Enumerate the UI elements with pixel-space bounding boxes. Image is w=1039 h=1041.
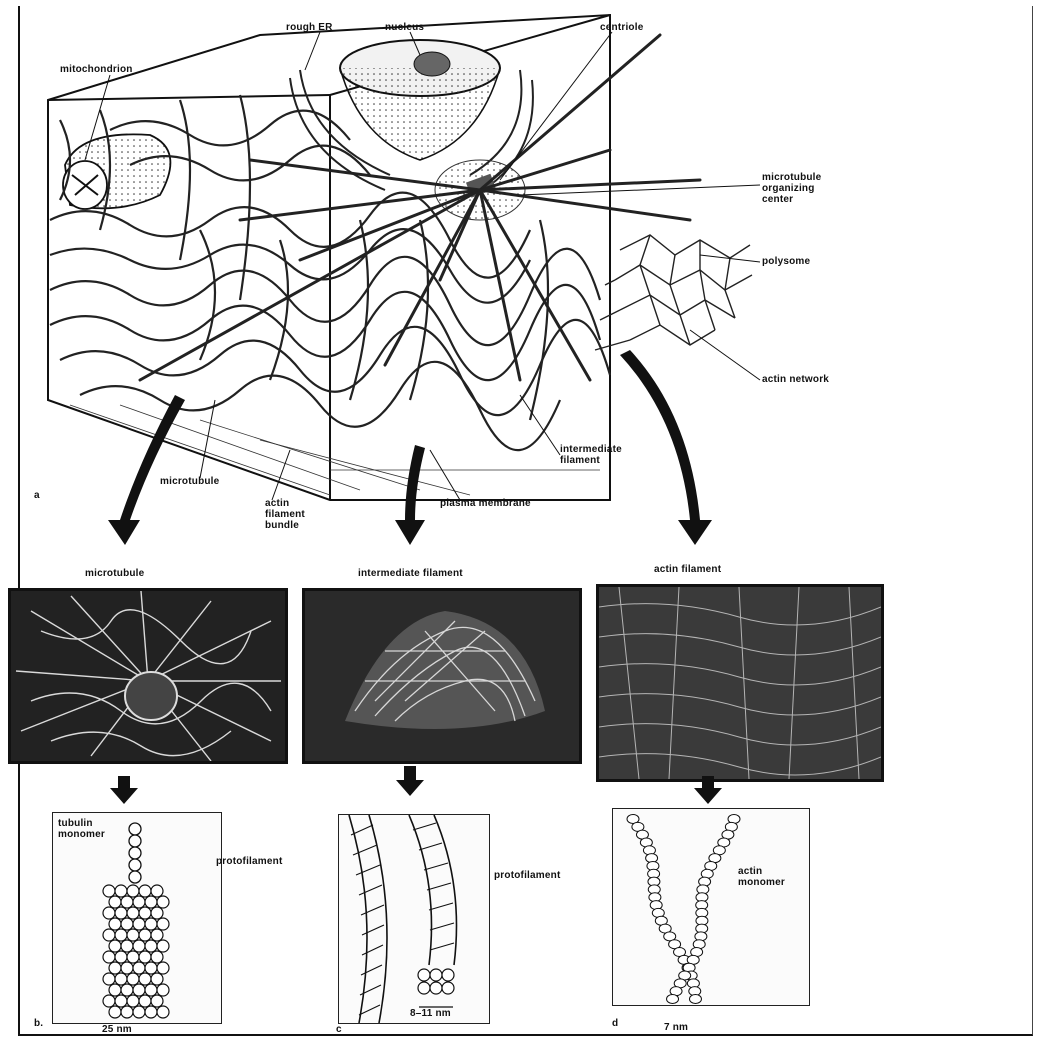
micrograph-intermediate-filament xyxy=(302,588,582,764)
micrograph-microtubule xyxy=(8,588,288,764)
label-microtubule: microtubule xyxy=(160,476,219,487)
model-intermediate-filament xyxy=(338,814,490,1024)
label-protofilament-c: protofilament xyxy=(494,870,561,881)
micrograph-actin-filament xyxy=(596,584,884,782)
label-centriole: centriole xyxy=(600,22,643,33)
title-microtubule: microtubule xyxy=(85,568,144,579)
actin-network-shape xyxy=(595,235,752,350)
label-rough-er: rough ER xyxy=(286,22,333,33)
label-actin-filament-bundle: actin filament bundle xyxy=(265,498,305,531)
label-tubulin-monomer: tubulin monomer xyxy=(58,818,105,840)
block-outline xyxy=(48,15,610,500)
title-intermediate-filament: intermediate filament xyxy=(358,568,463,579)
mitochondrion-shape xyxy=(63,134,170,209)
label-mitochondrion: mitochondrion xyxy=(60,64,133,75)
part-label-c: c xyxy=(336,1024,342,1035)
part-label-b: b. xyxy=(34,1018,43,1029)
label-polysome: polysome xyxy=(762,256,810,267)
part-label-a: a xyxy=(34,490,40,501)
label-nucleus: nucleus xyxy=(385,22,424,33)
label-mtoc: microtubule organizing center xyxy=(762,172,821,205)
arrow-to-actin xyxy=(620,350,712,545)
label-protofilament-b: protofilament xyxy=(216,856,283,867)
label-plasma-membrane: plasma membrane xyxy=(440,498,531,509)
label-scale-8-11nm: 8–11 nm xyxy=(410,1008,451,1019)
arrow-to-intermediate xyxy=(395,445,425,545)
cytoskeleton-block-diagram xyxy=(0,0,1039,560)
label-actin-network: actin network xyxy=(762,374,829,385)
model-actin-filament xyxy=(612,808,810,1006)
model-microtubule xyxy=(52,812,222,1024)
label-intermediate-filament: intermediate filament xyxy=(560,444,622,466)
nucleus-shape xyxy=(340,40,500,160)
part-label-d: d xyxy=(612,1018,618,1029)
arrow-to-microtubule xyxy=(108,395,185,545)
title-actin-filament: actin filament xyxy=(654,564,721,575)
label-actin-monomer: actin monomer xyxy=(738,866,785,888)
label-scale-25nm: 25 nm xyxy=(102,1024,132,1035)
label-scale-7nm: 7 nm xyxy=(664,1022,688,1033)
